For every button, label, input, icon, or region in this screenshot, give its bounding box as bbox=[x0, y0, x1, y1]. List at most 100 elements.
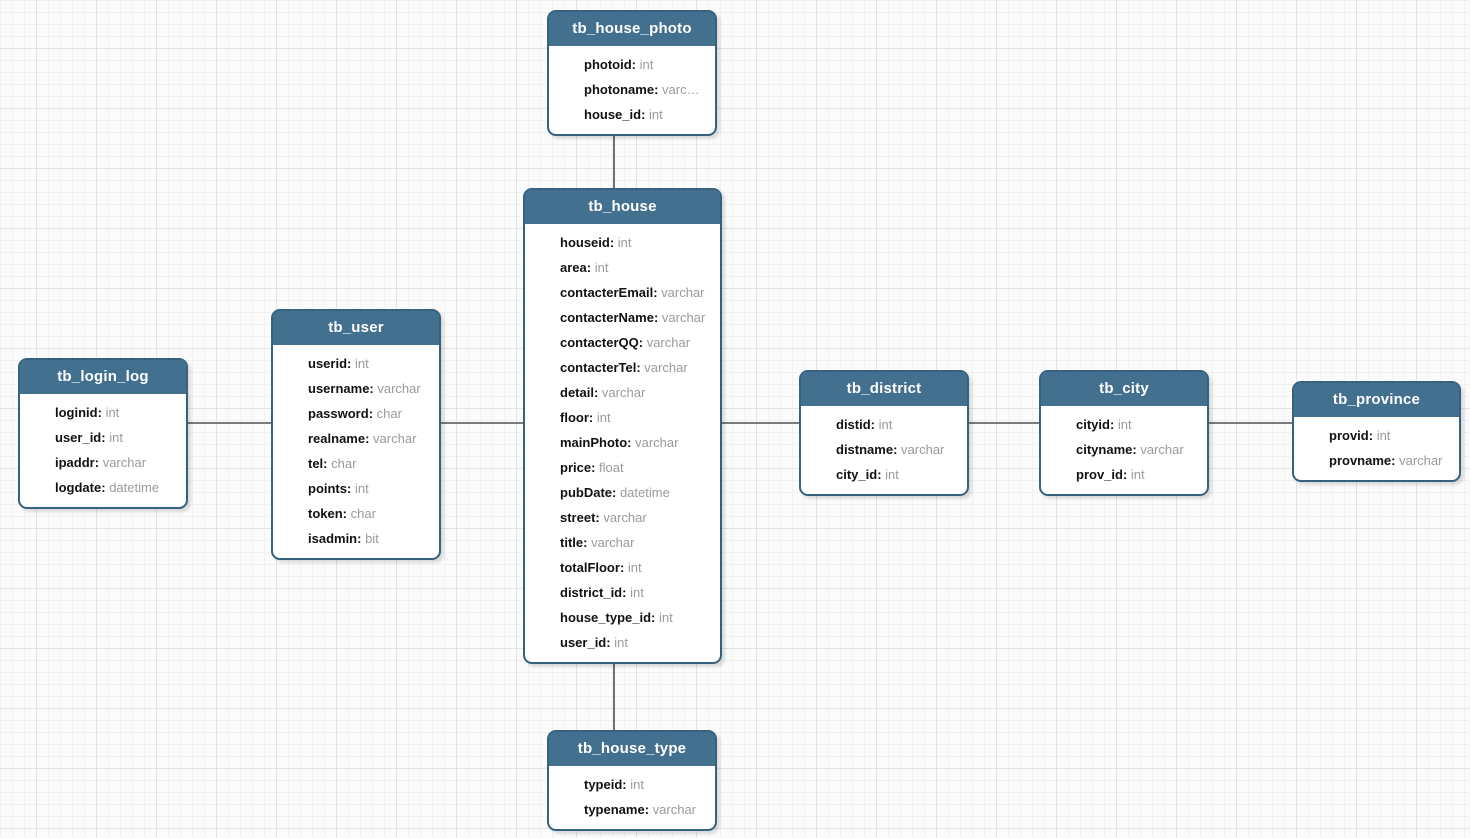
field-row[interactable]: floor: int bbox=[525, 405, 720, 430]
field-row[interactable]: cityid: int bbox=[1041, 412, 1207, 437]
field-separator: : bbox=[583, 535, 592, 550]
field-row[interactable]: contacterTel: varchar bbox=[525, 355, 720, 380]
field-name: username bbox=[308, 381, 370, 396]
field-name: photoid bbox=[584, 57, 632, 72]
field-row[interactable]: house_type_id: int bbox=[525, 605, 720, 630]
field-row[interactable]: tel: char bbox=[273, 451, 439, 476]
table-header[interactable]: tb_house bbox=[525, 190, 720, 224]
field-separator: : bbox=[1122, 467, 1131, 482]
field-type: varchar bbox=[644, 360, 688, 375]
field-row[interactable]: contacterName: varchar bbox=[525, 305, 720, 330]
field-type: int bbox=[105, 405, 120, 420]
field-row[interactable]: user_id: int bbox=[20, 425, 186, 450]
field-name: cityname bbox=[1076, 442, 1133, 457]
field-type: varc… bbox=[662, 82, 700, 97]
field-row[interactable]: token: char bbox=[273, 501, 439, 526]
field-name: cityid bbox=[1076, 417, 1110, 432]
field-row[interactable]: title: varchar bbox=[525, 530, 720, 555]
field-name: contacterName bbox=[560, 310, 654, 325]
field-separator: : bbox=[357, 531, 366, 546]
field-row[interactable]: house_id: int bbox=[549, 102, 715, 127]
field-row[interactable]: distid: int bbox=[801, 412, 967, 437]
field-row[interactable]: provname: varchar bbox=[1294, 448, 1459, 473]
field-row[interactable]: isadmin: bit bbox=[273, 526, 439, 551]
field-type: char bbox=[376, 406, 402, 421]
table-header[interactable]: tb_district bbox=[801, 372, 967, 406]
field-row[interactable]: street: varchar bbox=[525, 505, 720, 530]
field-separator: : bbox=[641, 107, 650, 122]
field-separator: : bbox=[627, 435, 636, 450]
field-name: area bbox=[560, 260, 587, 275]
field-type: int bbox=[596, 410, 611, 425]
field-type: int bbox=[627, 560, 642, 575]
field-row[interactable]: logdate: datetime bbox=[20, 475, 186, 500]
field-row[interactable]: detail: varchar bbox=[525, 380, 720, 405]
field-row[interactable]: pubDate: datetime bbox=[525, 480, 720, 505]
field-row[interactable]: photoname: varc… bbox=[549, 77, 715, 102]
field-row[interactable]: typename: varchar bbox=[549, 797, 715, 822]
field-type: int bbox=[594, 260, 609, 275]
field-row[interactable]: contacterQQ: varchar bbox=[525, 330, 720, 355]
field-row[interactable]: typeid: int bbox=[549, 772, 715, 797]
field-name: realname bbox=[308, 431, 366, 446]
field-separator: : bbox=[347, 481, 355, 496]
field-row[interactable]: distname: varchar bbox=[801, 437, 967, 462]
field-row[interactable]: houseid: int bbox=[525, 230, 720, 255]
field-separator: : bbox=[631, 57, 640, 72]
table-header[interactable]: tb_city bbox=[1041, 372, 1207, 406]
field-separator: : bbox=[1132, 442, 1141, 457]
field-row[interactable]: district_id: int bbox=[525, 580, 720, 605]
table-header[interactable]: tb_house_photo bbox=[549, 12, 715, 46]
field-row[interactable]: loginid: int bbox=[20, 400, 186, 425]
field-row[interactable]: price: float bbox=[525, 455, 720, 480]
field-type: bit bbox=[365, 531, 379, 546]
field-row[interactable]: prov_id: int bbox=[1041, 462, 1207, 487]
field-row[interactable]: password: char bbox=[273, 401, 439, 426]
field-type: int bbox=[630, 777, 644, 792]
field-type: varchar bbox=[603, 510, 647, 525]
field-separator: : bbox=[653, 310, 662, 325]
table-header[interactable]: tb_user bbox=[273, 311, 439, 345]
field-name: district_id bbox=[560, 585, 623, 600]
field-name: contacterEmail bbox=[560, 285, 654, 300]
field-row[interactable]: mainPhoto: varchar bbox=[525, 430, 720, 455]
field-name: contacterTel bbox=[560, 360, 637, 375]
field-row[interactable]: provid: int bbox=[1294, 423, 1459, 448]
field-name: user_id bbox=[560, 635, 607, 650]
field-row[interactable]: username: varchar bbox=[273, 376, 439, 401]
field-row[interactable]: contacterEmail: varchar bbox=[525, 280, 720, 305]
field-row[interactable]: photoid: int bbox=[549, 52, 715, 77]
field-type: varchar bbox=[646, 335, 691, 350]
field-name: isadmin bbox=[308, 531, 358, 546]
field-type: float bbox=[599, 460, 624, 475]
table-header[interactable]: tb_house_type bbox=[549, 732, 715, 766]
field-row[interactable]: area: int bbox=[525, 255, 720, 280]
table-header[interactable]: tb_login_log bbox=[20, 360, 186, 394]
field-row[interactable]: user_id: int bbox=[525, 630, 720, 655]
field-row[interactable]: realname: varchar bbox=[273, 426, 439, 451]
field-row[interactable]: cityname: varchar bbox=[1041, 437, 1207, 462]
field-row[interactable]: points: int bbox=[273, 476, 439, 501]
table-header[interactable]: tb_province bbox=[1294, 383, 1459, 417]
field-name: points bbox=[308, 481, 347, 496]
field-name: ipaddr bbox=[55, 455, 95, 470]
field-separator: : bbox=[612, 485, 620, 500]
field-name: price bbox=[560, 460, 592, 475]
field-name: distname bbox=[836, 442, 894, 457]
field-row[interactable]: userid: int bbox=[273, 351, 439, 376]
field-row[interactable]: totalFloor: int bbox=[525, 555, 720, 580]
field-row[interactable]: city_id: int bbox=[801, 462, 967, 487]
field-row[interactable]: ipaddr: varchar bbox=[20, 450, 186, 475]
field-name: token bbox=[308, 506, 343, 521]
